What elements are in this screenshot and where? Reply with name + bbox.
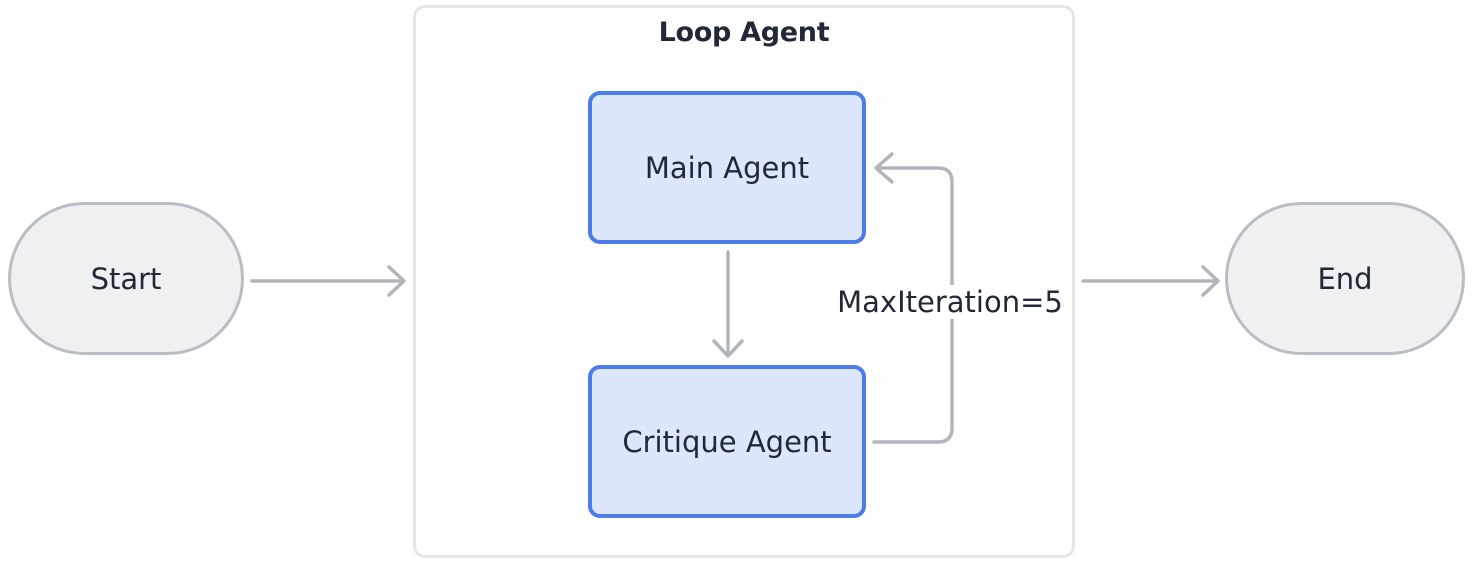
arrowhead-right-icon [1201,265,1220,297]
node-start-label: Start [90,261,162,296]
arrowhead-down-icon [712,339,744,358]
node-critique-agent: Critique Agent [588,365,866,518]
node-start: Start [8,202,244,355]
node-end: End [1225,202,1465,355]
loop-agent-title: Loop Agent [658,17,830,48]
arrowhead-right-icon [387,265,406,297]
node-end-label: End [1317,261,1373,296]
arrowhead-left-icon [874,152,894,184]
node-main-agent: Main Agent [588,91,866,244]
loop-edge-label: MaxIteration=5 [831,285,1069,319]
node-main-agent-label: Main Agent [644,150,810,185]
node-critique-agent-label: Critique Agent [622,424,832,459]
